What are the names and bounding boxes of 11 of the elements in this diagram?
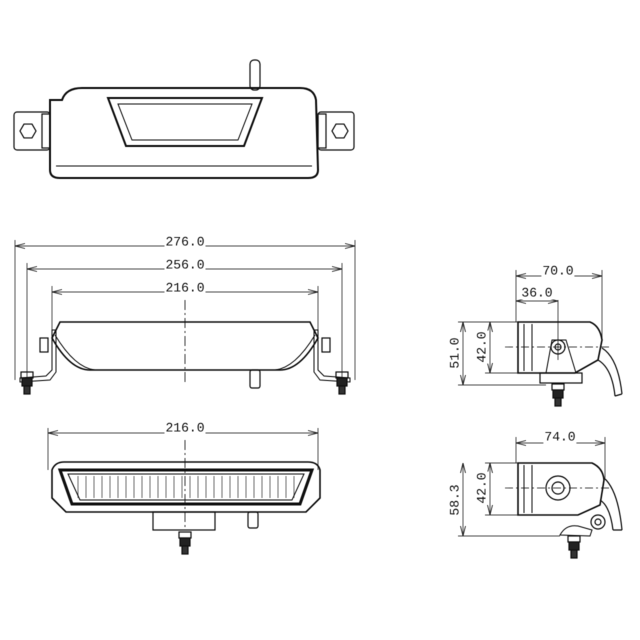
dimension-value: 70.0 <box>541 264 575 278</box>
dimension-value: 276.0 <box>164 236 206 248</box>
dimension-value: 256.0 <box>164 258 206 272</box>
dimension-value: 42.0 <box>476 330 488 364</box>
dimension-value: 58.3 <box>448 483 462 517</box>
dimension-value: 216.0 <box>164 282 206 294</box>
dimension-value: 74.0 <box>543 430 577 444</box>
dimension-value: 216.0 <box>164 422 206 434</box>
dimension-value: 42.0 <box>476 471 488 505</box>
dimension-value: 51.0 <box>448 336 462 370</box>
dimension-value: 36.0 <box>520 286 554 300</box>
